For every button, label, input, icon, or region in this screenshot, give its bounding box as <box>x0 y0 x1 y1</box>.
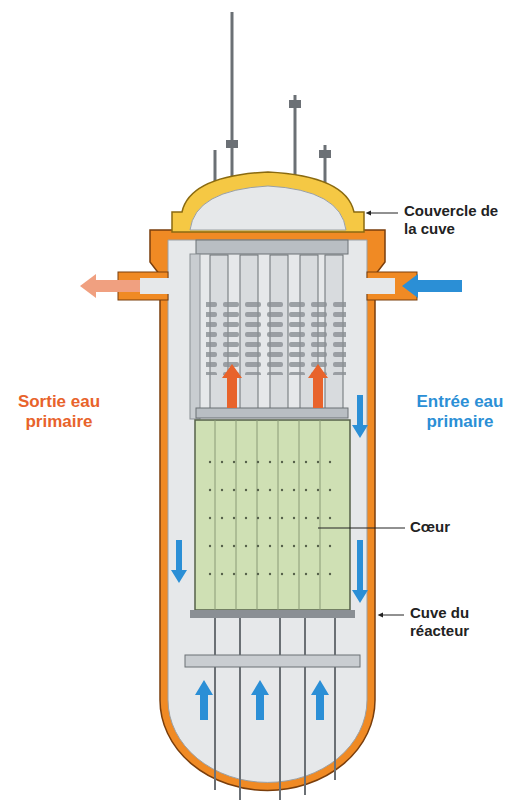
flow-label: Entrée eau primaire <box>404 392 516 433</box>
lower-internals <box>215 618 335 800</box>
leader-line <box>318 528 405 529</box>
part-label: Cœur <box>410 518 500 536</box>
part-label: Couvercle de la cuve <box>404 202 504 238</box>
core <box>195 420 350 610</box>
guide-tubes <box>206 255 346 415</box>
cold-flow-arrows <box>171 395 368 720</box>
vessel-interior <box>168 240 367 782</box>
vessel-wall <box>150 230 385 790</box>
hot-flow-arrows <box>222 364 328 408</box>
leader-line <box>368 213 398 214</box>
inlet-arrow <box>402 274 462 298</box>
part-label: Cuve du réacteur <box>410 604 505 640</box>
flow-label: Sortie eau primaire <box>4 392 114 433</box>
outlet-arrow <box>80 274 140 298</box>
vessel-lid <box>172 172 364 232</box>
leader-line <box>380 615 404 616</box>
